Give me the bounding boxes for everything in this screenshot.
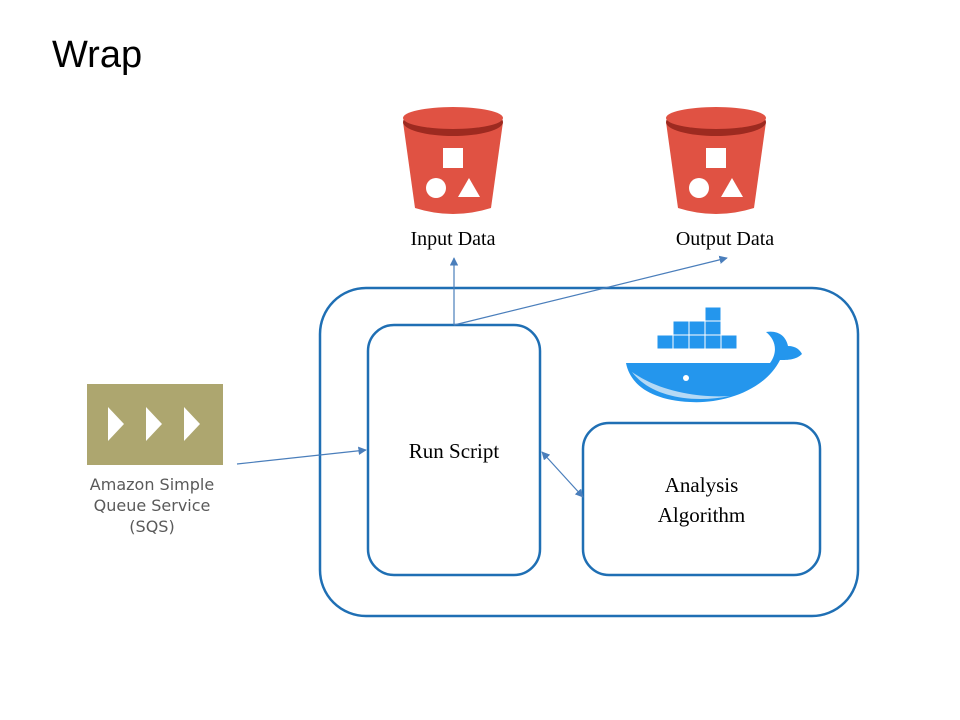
- sqs-label-line1: Amazon Simple: [89, 475, 215, 494]
- arrow-sqs-to-run-script: [236, 446, 367, 465]
- run-script-label: Run Script: [408, 439, 500, 463]
- analysis-algorithm-box: [581, 421, 822, 577]
- analysis-label-line2: Algorithm: [657, 503, 746, 527]
- input-data-label: Input Data: [410, 228, 496, 250]
- sqs-label-line2: Queue Service: [93, 496, 211, 515]
- analysis-algorithm-label: Analysis Algorithm: [583, 470, 820, 530]
- container-outline: [318, 286, 860, 618]
- output-data-label: Output Data: [675, 228, 775, 250]
- sqs-label-line3: (SQS): [129, 517, 175, 536]
- sqs-label: Amazon Simple Queue Service (SQS): [62, 474, 242, 537]
- input-bucket-icon: [403, 107, 503, 214]
- arrow-run-script-to-output: [453, 255, 728, 326]
- output-bucket-icon: [666, 107, 766, 214]
- slide-title: Wrap: [52, 34, 143, 76]
- arrow-run-script-analysis: [541, 451, 584, 498]
- analysis-label-line1: Analysis: [664, 473, 739, 497]
- docker-whale-icon: [626, 306, 802, 403]
- sqs-icon: [87, 384, 223, 465]
